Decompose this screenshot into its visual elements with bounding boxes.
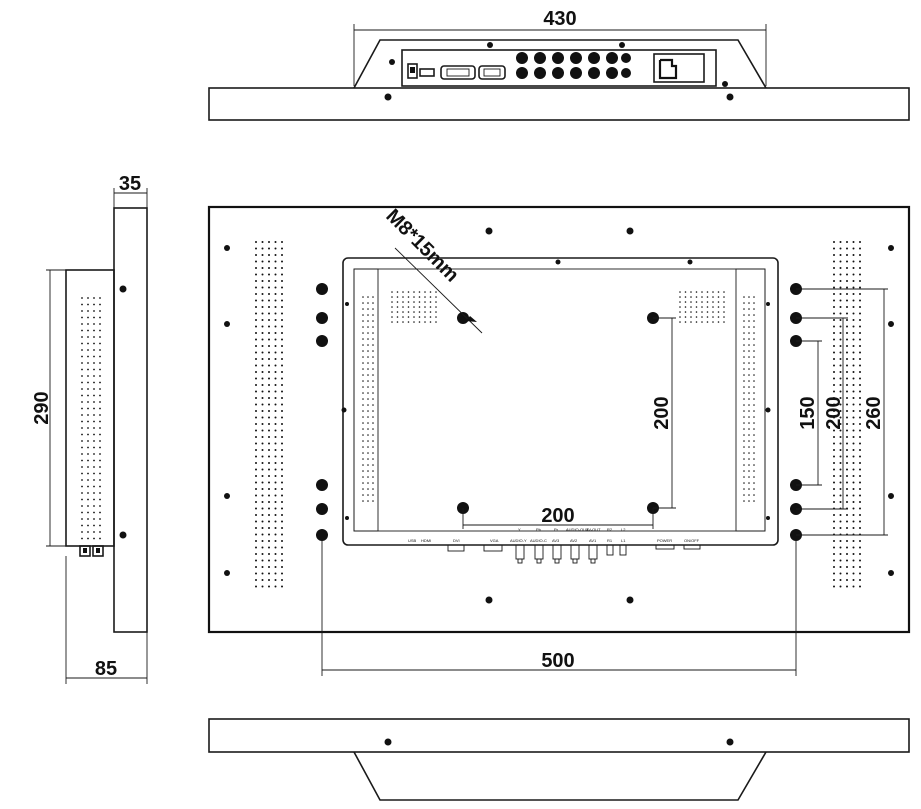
vesa-holes	[457, 312, 659, 514]
dim-spacing-150: 150	[797, 396, 819, 429]
top-vga-port	[478, 65, 506, 80]
dim-side-height: 290	[31, 391, 53, 424]
top-view: 430	[208, 8, 910, 121]
side-connector-1	[79, 545, 91, 557]
top-bnc-connectors	[516, 52, 631, 79]
top-io-panel	[401, 49, 717, 87]
label-pb: Pb	[536, 527, 542, 532]
label-r1: R1	[607, 538, 613, 543]
rear-inner-housing	[342, 257, 779, 546]
top-view-bezel	[208, 87, 910, 121]
label-power: POWER	[657, 538, 672, 543]
label-dvi: DVI	[453, 538, 460, 543]
dim-top-width: 430	[543, 8, 576, 30]
side-view-housing	[65, 269, 115, 547]
rear-view-outline	[207, 205, 911, 634]
rear-vent-holes	[255, 241, 861, 588]
label-l1: L1	[621, 538, 626, 543]
dim-spacing-200: 200	[823, 396, 845, 429]
label-usb: USB	[408, 538, 417, 543]
top-view-housing	[353, 39, 767, 89]
bottom-view-bezel	[208, 718, 910, 753]
port-labels: USB HDMI DVI VGA Y Pb Pr AUDIO-OUT AV-OU…	[408, 527, 700, 543]
side-vent-holes	[81, 297, 101, 540]
top-power-inlet	[653, 53, 705, 83]
label-av3: AV3	[552, 538, 560, 543]
dim-spacing-260: 260	[863, 396, 885, 429]
rear-inner-panel	[353, 268, 766, 532]
label-l2: L2	[621, 527, 626, 532]
top-hdmi-port	[419, 68, 435, 77]
label-vga: VGA	[490, 538, 499, 543]
dim-bottom-width: 500	[541, 650, 574, 672]
label-av1: AV1	[589, 538, 597, 543]
top-power-switch	[407, 63, 418, 79]
rear-view: M8*15mm 200 200 150 200 260 500 USB H	[207, 205, 911, 676]
side-connector-2	[92, 545, 104, 557]
side-view-bezel	[113, 207, 148, 633]
label-pr: Pr	[554, 527, 559, 532]
label-audio-y: AUDIO-Y	[510, 538, 527, 543]
bottom-view	[208, 718, 910, 801]
label-r2: R2	[607, 527, 613, 532]
label-on-off: ON/OFF	[684, 538, 700, 543]
mounting-holes-left	[316, 283, 328, 541]
side-view: 35 290 85	[31, 173, 148, 684]
bottom-connectors	[447, 544, 701, 564]
label-audio-c: AUDIO-C	[530, 538, 547, 543]
label-av-out: AV-OUT	[586, 527, 601, 532]
label-audio-out: AUDIO-OUT	[566, 527, 589, 532]
label-hdmi: HDMI	[421, 538, 431, 543]
bottom-view-housing	[353, 751, 767, 801]
label-y: Y	[518, 527, 521, 532]
dim-vesa-horizontal: 200	[541, 505, 574, 527]
dim-depth-small: 35	[119, 173, 141, 195]
screw-leader-line	[394, 247, 483, 334]
dim-side-depth: 85	[95, 658, 117, 680]
dim-vesa-vertical: 200	[651, 396, 673, 429]
top-dvi-port	[440, 65, 476, 80]
label-av2: AV2	[570, 538, 578, 543]
